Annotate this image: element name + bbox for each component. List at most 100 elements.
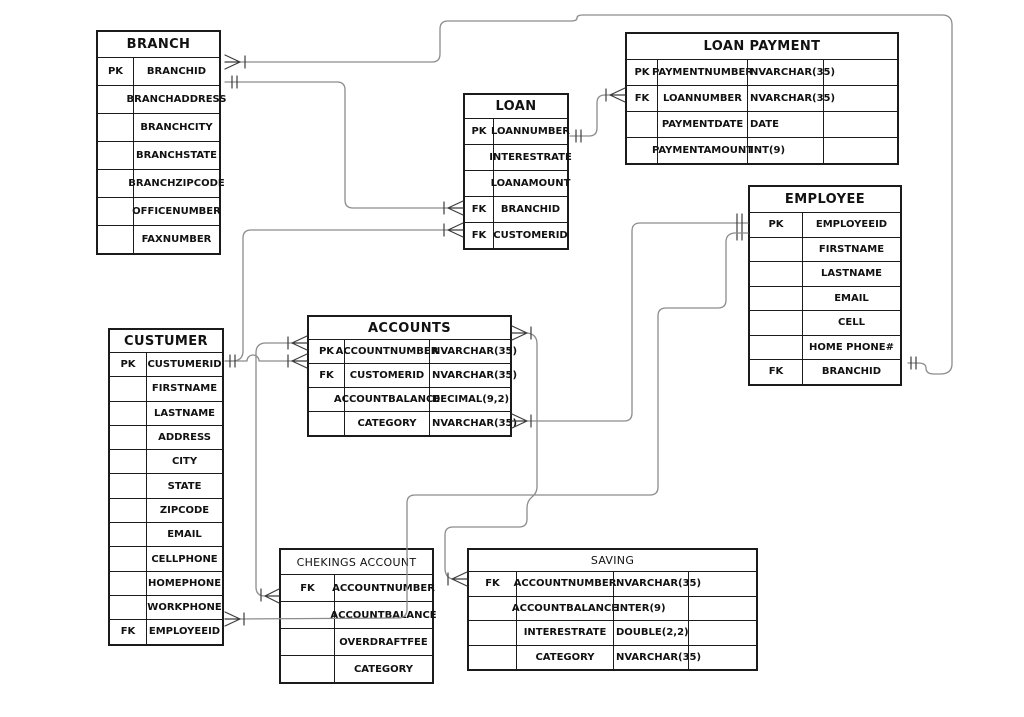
field-name: ACCOUNTBALANCE: [511, 602, 619, 614]
pk-fk-label: PK: [98, 58, 134, 85]
field-name: CATEGORY: [535, 651, 595, 663]
table-row: HOMEPHONE: [110, 570, 222, 595]
pk-fk-label: [110, 474, 147, 498]
field-name: CELLPHONE: [151, 553, 218, 565]
table-row: BRANCHSTATE: [98, 141, 219, 169]
pk-fk-label: [750, 262, 803, 286]
field-name: BRANCHZIPCODE: [128, 178, 225, 189]
field-name: STATE: [167, 480, 202, 492]
pk-fk-label: FK: [110, 620, 147, 644]
field-name: ACCOUNTBALANCE: [330, 609, 437, 621]
table-row: LASTNAME: [110, 400, 222, 425]
empty-cell: [823, 60, 897, 85]
field-type: NVARCHAR(35): [613, 645, 701, 669]
table-row: CITY: [110, 449, 222, 474]
field-name: CATEGORY: [353, 663, 414, 675]
table-row: EMAIL: [110, 522, 222, 547]
empty-cell: [823, 138, 897, 163]
pk-fk-label: [110, 523, 147, 547]
field-name: EMAIL: [167, 529, 202, 541]
table-row: BRANCHADDRESS: [98, 85, 227, 113]
pk-fk-label: [98, 86, 134, 113]
table-row: WORKPHONE: [110, 594, 222, 620]
empty-cell: [823, 112, 897, 137]
table-row: OVERDRAFTFEE: [281, 628, 432, 655]
pk-fk-label: PK: [465, 119, 494, 144]
field-type: INT(9): [747, 138, 823, 163]
pk-fk-label: FK: [309, 364, 345, 387]
table-row: LOANAMOUNT: [465, 170, 571, 196]
field-name: ACCOUNTNUMBER: [513, 578, 617, 590]
table-row: INTERESTRATE: [465, 144, 572, 170]
field-name: OFFICENUMBER: [132, 206, 221, 217]
field-name: PAYMENTDATE: [661, 119, 744, 130]
table-row: BRANCHCITY: [98, 113, 219, 141]
one-tick: [575, 129, 582, 143]
field-name: ACCOUNTNUMBER: [332, 582, 435, 594]
connector-loan-loanpayment: [569, 87, 626, 143]
pk-fk-label: [309, 412, 345, 435]
one-tick: [231, 75, 238, 89]
table-row: HOME PHONE#: [750, 334, 900, 359]
table-row: EMAIL: [750, 285, 900, 310]
field-type: DOUBLE(2,2): [613, 621, 689, 645]
pk-fk-label: [281, 629, 335, 655]
crow-foot: [511, 325, 532, 341]
field-type: NVARCHAR(35): [429, 364, 517, 387]
crow-foot: [224, 54, 246, 70]
table-row: OFFICENUMBER: [98, 197, 221, 225]
table-row: ACCOUNTBALANCE: [281, 601, 437, 628]
pk-fk-label: [750, 237, 803, 261]
pk-fk-label: [98, 142, 134, 169]
pk-fk-label: FK: [465, 223, 494, 248]
field-name: ADDRESS: [158, 432, 211, 444]
crow-foot: [443, 200, 464, 216]
field-name: EMAIL: [834, 292, 869, 304]
field-name: LASTNAME: [820, 268, 883, 280]
field-name: HOMEPHONE: [147, 577, 222, 589]
table-row: PK BRANCHID: [98, 57, 219, 85]
field-name: BRANCHADDRESS: [126, 94, 227, 105]
pk-fk-label: PK: [110, 353, 147, 377]
crow-foot: [605, 87, 626, 103]
pk-fk-label: [110, 571, 147, 595]
field-type: NVARCHAR(35): [747, 60, 835, 85]
crow-foot: [287, 353, 308, 369]
pk-fk-label: [110, 377, 147, 401]
table-title: BRANCH: [126, 37, 191, 52]
one-tick: [736, 213, 743, 241]
field-name: WORKPHONE: [147, 602, 222, 614]
field-name: FIRSTNAME: [818, 243, 885, 255]
one-tick: [910, 356, 917, 370]
crow-foot: [260, 588, 280, 604]
pk-fk-label: [98, 198, 134, 225]
pk-fk-label: [281, 656, 335, 682]
one-tick: [229, 354, 236, 368]
pk-fk-label: [469, 645, 517, 669]
field-name: FIRSTNAME: [151, 383, 218, 395]
table-row: FIRSTNAME: [750, 236, 900, 261]
pk-fk-label: [750, 286, 803, 310]
empty-cell: [823, 86, 897, 111]
pk-fk-label: [110, 595, 147, 620]
pk-fk-label: [469, 596, 517, 620]
field-name: LOANAMOUNT: [490, 178, 571, 189]
field-type: NVARCHAR(35): [429, 412, 517, 435]
table-row: ADDRESS: [110, 424, 222, 450]
field-name: ZIPCODE: [159, 504, 210, 516]
table-row: BRANCHZIPCODE: [98, 169, 225, 197]
field-name: ACCOUNTNUMBER: [335, 346, 439, 357]
field-name: BRANCHID: [146, 66, 207, 77]
